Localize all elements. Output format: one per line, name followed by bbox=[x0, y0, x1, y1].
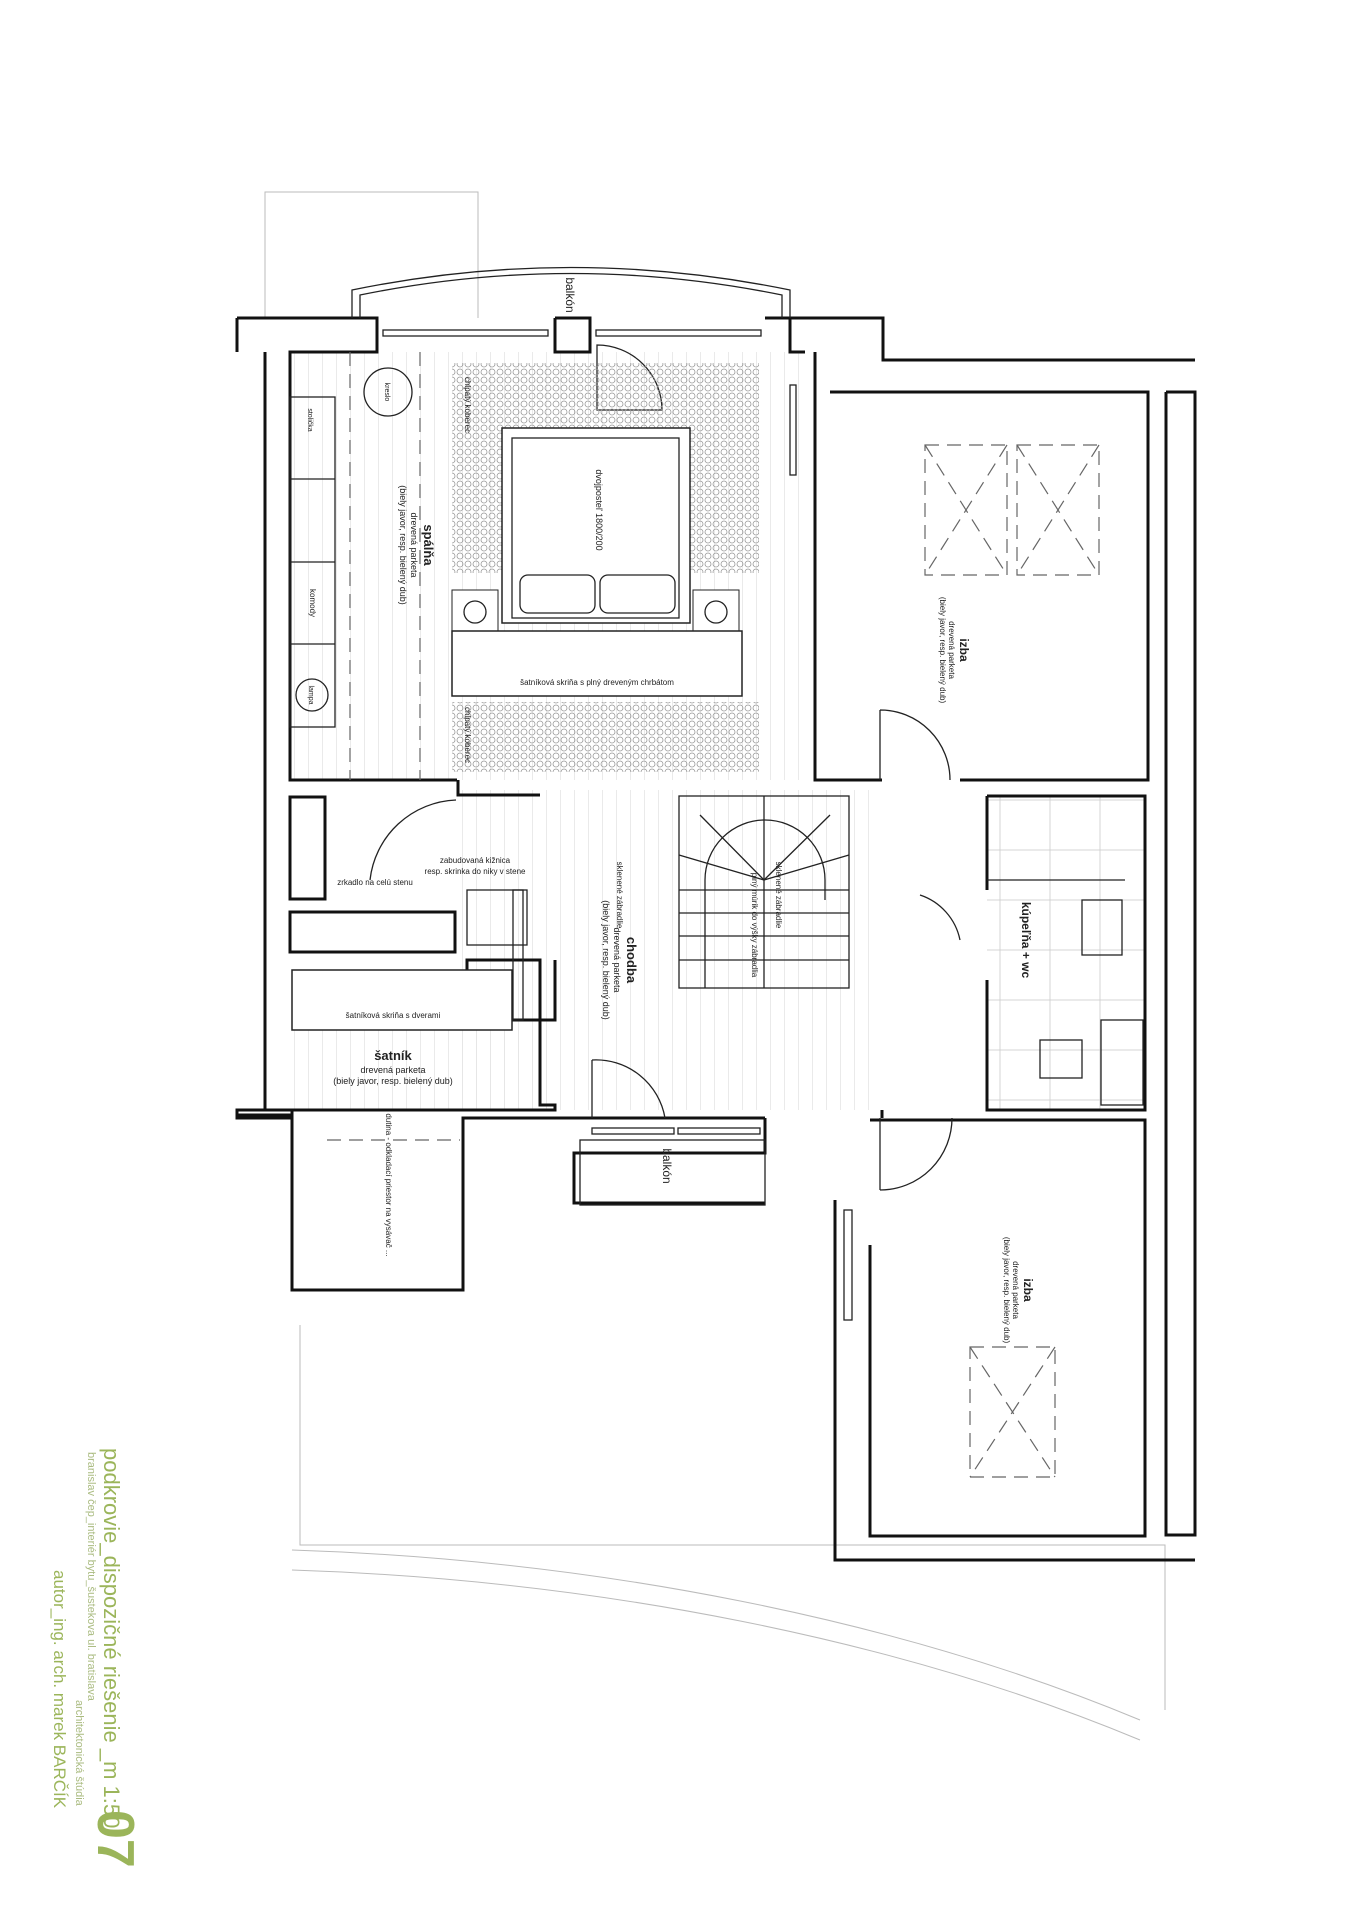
hallway-floor-label: drevená parketa bbox=[612, 927, 622, 992]
balcony-top bbox=[351, 266, 791, 318]
nightstand-right bbox=[692, 589, 740, 636]
skylights bbox=[924, 444, 1100, 1478]
wardrobe-room-floor bbox=[290, 1030, 555, 1110]
wardrobe-room-floor-note: (biely javor, resp. bielený dub) bbox=[333, 1076, 453, 1086]
railing-right-label: sklenené zábradlie bbox=[774, 862, 783, 929]
room-top-label: izba bbox=[957, 638, 971, 662]
bookcase-label-1: zabudovaná kižnica bbox=[440, 856, 511, 865]
balcony-bottom-label: balkón bbox=[660, 1148, 674, 1183]
bed-label: dvojposteľ 1800/200 bbox=[594, 469, 604, 550]
mirror-label: zrkadlo na celú stenu bbox=[337, 878, 413, 887]
room-bottom-floor-note: (biely javor, resp. bielený dub) bbox=[1002, 1237, 1011, 1344]
cavity-label: dutina - odkladací priestor na vysávač .… bbox=[384, 1113, 393, 1256]
room-bottom-label: izba bbox=[1021, 1278, 1035, 1302]
armchair-icon bbox=[363, 367, 413, 417]
bathroom-floor bbox=[987, 796, 1145, 1110]
bookcase bbox=[466, 889, 528, 946]
wardrobe-satnik bbox=[291, 969, 513, 1031]
wardrobe-satnik-label: šatníková skriňa s dverami bbox=[346, 1011, 441, 1020]
bedroom-floor-label: drevená parketa bbox=[409, 512, 419, 577]
studio-label: architektonická štúdia bbox=[73, 1700, 85, 1807]
bathroom-label: kúpeľňa + wc bbox=[1019, 902, 1033, 979]
room-bottom-floor: drevená parketa bbox=[1011, 1261, 1020, 1319]
chair-label: stolička bbox=[306, 408, 313, 431]
wardrobe-room-floor: drevená parketa bbox=[360, 1065, 425, 1075]
sheet-number: 07 bbox=[86, 1810, 144, 1868]
bookcase-label-2: resp. skrinka do niky v stene bbox=[425, 867, 526, 876]
low-wall-label: plný múrik do výšky zábradlia bbox=[750, 873, 759, 978]
lamp-label: lampa bbox=[307, 685, 314, 704]
hallway-floor-note: (biely javor, resp. bielený dub) bbox=[601, 900, 611, 1020]
balcony-top-label: balkón bbox=[563, 277, 577, 312]
title-block: podkrovie_dispozičné riešenie _m 1:50 07… bbox=[50, 1448, 144, 1868]
sheet-subtitle: branislav čep_interiér bytu_šustekova ul… bbox=[85, 1452, 97, 1702]
dresser-label: komody bbox=[308, 589, 317, 617]
staircase bbox=[678, 795, 850, 989]
bed bbox=[501, 427, 691, 624]
sink bbox=[1081, 899, 1123, 956]
wardrobe-room-label: šatník bbox=[374, 1048, 412, 1063]
rug-bottom bbox=[452, 702, 759, 772]
bedroom-floor-note: (biely javor, resp. bielený dub) bbox=[398, 485, 408, 605]
toilet bbox=[1039, 1039, 1083, 1079]
windows bbox=[382, 329, 853, 1321]
hallway-label: chodba bbox=[624, 937, 639, 984]
sheet-title: podkrovie_dispozičné riešenie _m 1:50 bbox=[99, 1448, 124, 1828]
terrace-outline bbox=[264, 191, 1166, 1741]
nightstand-left bbox=[451, 589, 499, 636]
walls bbox=[235, 316, 1197, 1562]
rug-top-label: chlpatý koberec bbox=[463, 377, 472, 433]
bedroom-label: spálňa bbox=[421, 524, 436, 566]
rug-bottom-label: chlpatý koberec bbox=[463, 707, 472, 763]
wardrobe-bedroom-label: šatníková skriňa s plný dreveným chrbáto… bbox=[520, 678, 674, 687]
author-label: autor_ing. arch. marek BARČÍK bbox=[50, 1570, 69, 1809]
room-top-floor-note: (biely javor, resp. bielený dub) bbox=[938, 597, 947, 704]
balcony-bottom bbox=[579, 1139, 766, 1206]
room-top-floor: drevená parketa bbox=[947, 621, 956, 679]
lamp-icon bbox=[295, 678, 329, 712]
railing-left-label: sklenené zábradlie bbox=[615, 862, 624, 929]
wardrobe-bedroom bbox=[451, 630, 743, 697]
armchair-label: kreslo bbox=[383, 383, 390, 402]
